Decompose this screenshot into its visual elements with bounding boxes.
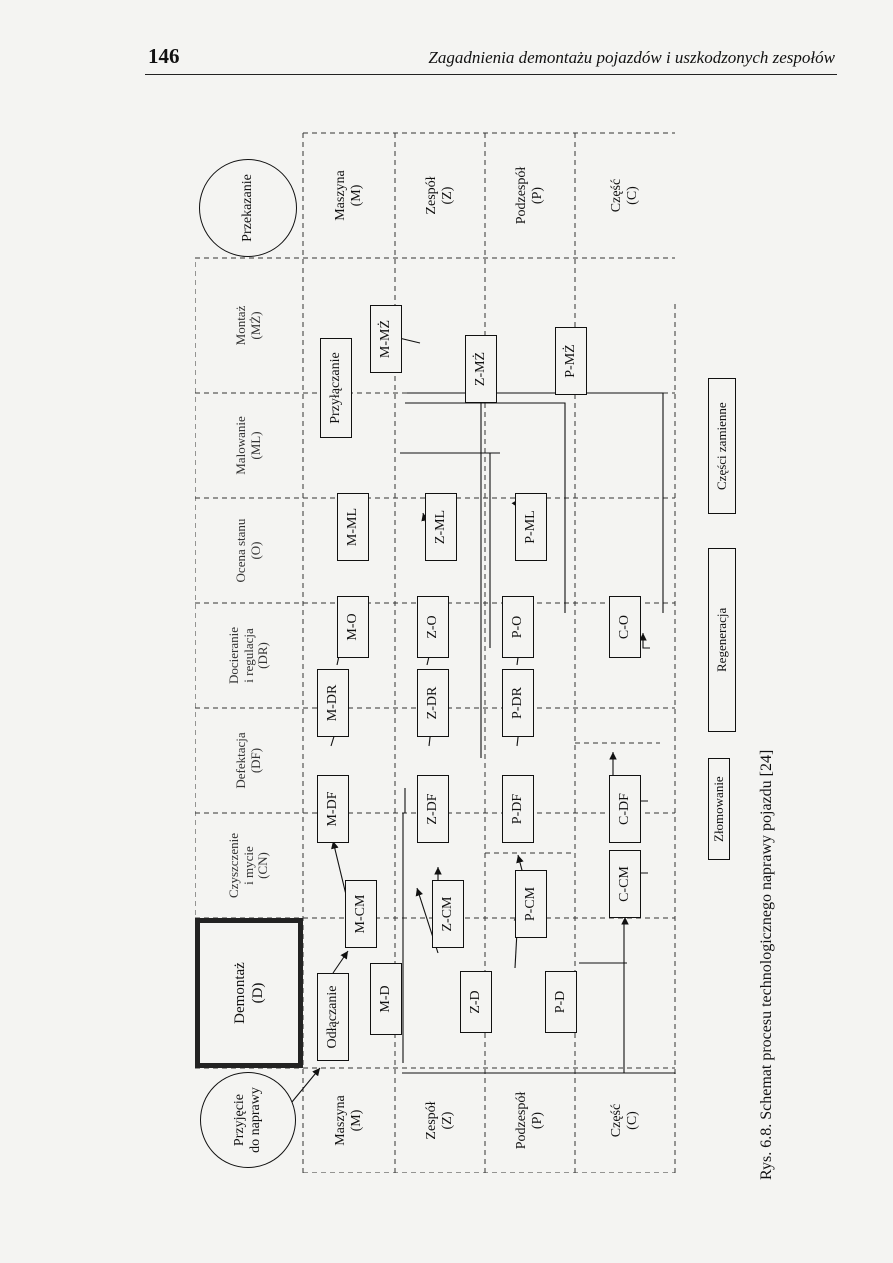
- box-z-dr: Z-DR: [417, 669, 449, 737]
- figure-caption: Rys. 6.8. Schemat procesu technologiczne…: [758, 749, 775, 1180]
- box-m-mz: M-MŻ: [370, 305, 402, 373]
- box-z-o: Z-O: [417, 596, 449, 658]
- box-regeneracja: Regeneracja: [708, 548, 736, 732]
- box-z-mz: Z-MŻ: [465, 335, 497, 403]
- box-p-cm: P-CM: [515, 870, 547, 938]
- column-header-demontaz: Demontaż (D): [195, 918, 303, 1068]
- column-header-ocena-stanu: Ocena stanu (O): [233, 518, 263, 583]
- arrow-odlaczanie-mcm: [332, 950, 349, 974]
- row-header-left-podzespol: Podzespół (P): [513, 1091, 545, 1150]
- box-zlomowanie: Złomowanie: [708, 758, 730, 860]
- process-diagram-canvas: Demontaż (D) Czyszczenie i mycie (CN) De…: [195, 128, 695, 1173]
- box-m-ml: M-ML: [337, 493, 369, 561]
- line-md-ccm: [585, 923, 625, 1074]
- column-header-czyszczenie: Czyszczenie i mycie (CN): [225, 833, 271, 898]
- row-header-left-czesc: Część (C): [608, 1103, 640, 1138]
- figure-caption-wrap: Rys. 6.8. Schemat procesu technologiczne…: [758, 640, 778, 1180]
- box-z-df: Z-DF: [417, 775, 449, 843]
- column-header-defektacja: Defektacja (DF): [233, 732, 263, 789]
- box-z-ml: Z-ML: [425, 493, 457, 561]
- box-p-df: P-DF: [502, 775, 534, 843]
- box-z-d: Z-D: [460, 971, 492, 1033]
- line-md-mdr: [402, 812, 405, 1063]
- column-header-montaz: Montaż (MŻ): [233, 305, 263, 346]
- page-number: 146: [148, 44, 180, 68]
- box-m-d: M-D: [370, 963, 402, 1035]
- running-header-title: Zagadnienia demontażu pojazdów i uszkodz…: [428, 48, 835, 67]
- box-czesci-zamienne: Części zamienne: [708, 378, 736, 514]
- row-header-right-czesc: Część (C): [608, 178, 640, 213]
- arrow-czesci-co: [639, 633, 650, 649]
- line-mz-p2: [405, 402, 566, 613]
- box-p-d: P-D: [545, 971, 577, 1033]
- row-header-right-maszyna: Maszyna (M): [332, 170, 364, 221]
- end-circle: Przekazanie: [199, 159, 297, 257]
- box-p-ml: P-ML: [515, 493, 547, 561]
- box-m-cm: M-CM: [345, 880, 377, 948]
- box-c-df: C-DF: [609, 775, 641, 843]
- box-p-mz: P-MŻ: [555, 327, 587, 395]
- box-przylaczanie: Przyłączanie: [320, 338, 352, 438]
- box-z-cm: Z-CM: [432, 880, 464, 948]
- column-header-docieranie: Docieranie i regulacja (DR): [225, 626, 271, 685]
- row-header-left-maszyna: Maszyna (M): [332, 1095, 364, 1146]
- box-c-o: C-O: [609, 596, 641, 658]
- start-circle: Przyjęcie do naprawy: [200, 1072, 296, 1168]
- box-p-o: P-O: [502, 596, 534, 658]
- box-m-dr: M-DR: [317, 669, 349, 737]
- row-header-right-zespol: Zespół (Z): [423, 176, 455, 215]
- line-md-down: [402, 1072, 676, 1074]
- box-p-dr: P-DR: [502, 669, 534, 737]
- box-m-o: M-O: [337, 596, 369, 658]
- row-header-left-zespol: Zespół (Z): [423, 1101, 455, 1140]
- row-header-right-podzespol: Podzespół (P): [513, 166, 545, 225]
- box-c-cm: C-CM: [609, 850, 641, 918]
- line-to-mdr: [403, 788, 406, 814]
- column-header-malowanie: Malowanie (ML): [233, 416, 263, 475]
- header-rule: [145, 74, 837, 75]
- box-m-df: M-DF: [317, 775, 349, 843]
- box-odlaczanie: Odłączanie: [317, 973, 349, 1061]
- process-diagram: Demontaż (D) Czyszczenie i mycie (CN) De…: [195, 128, 695, 1173]
